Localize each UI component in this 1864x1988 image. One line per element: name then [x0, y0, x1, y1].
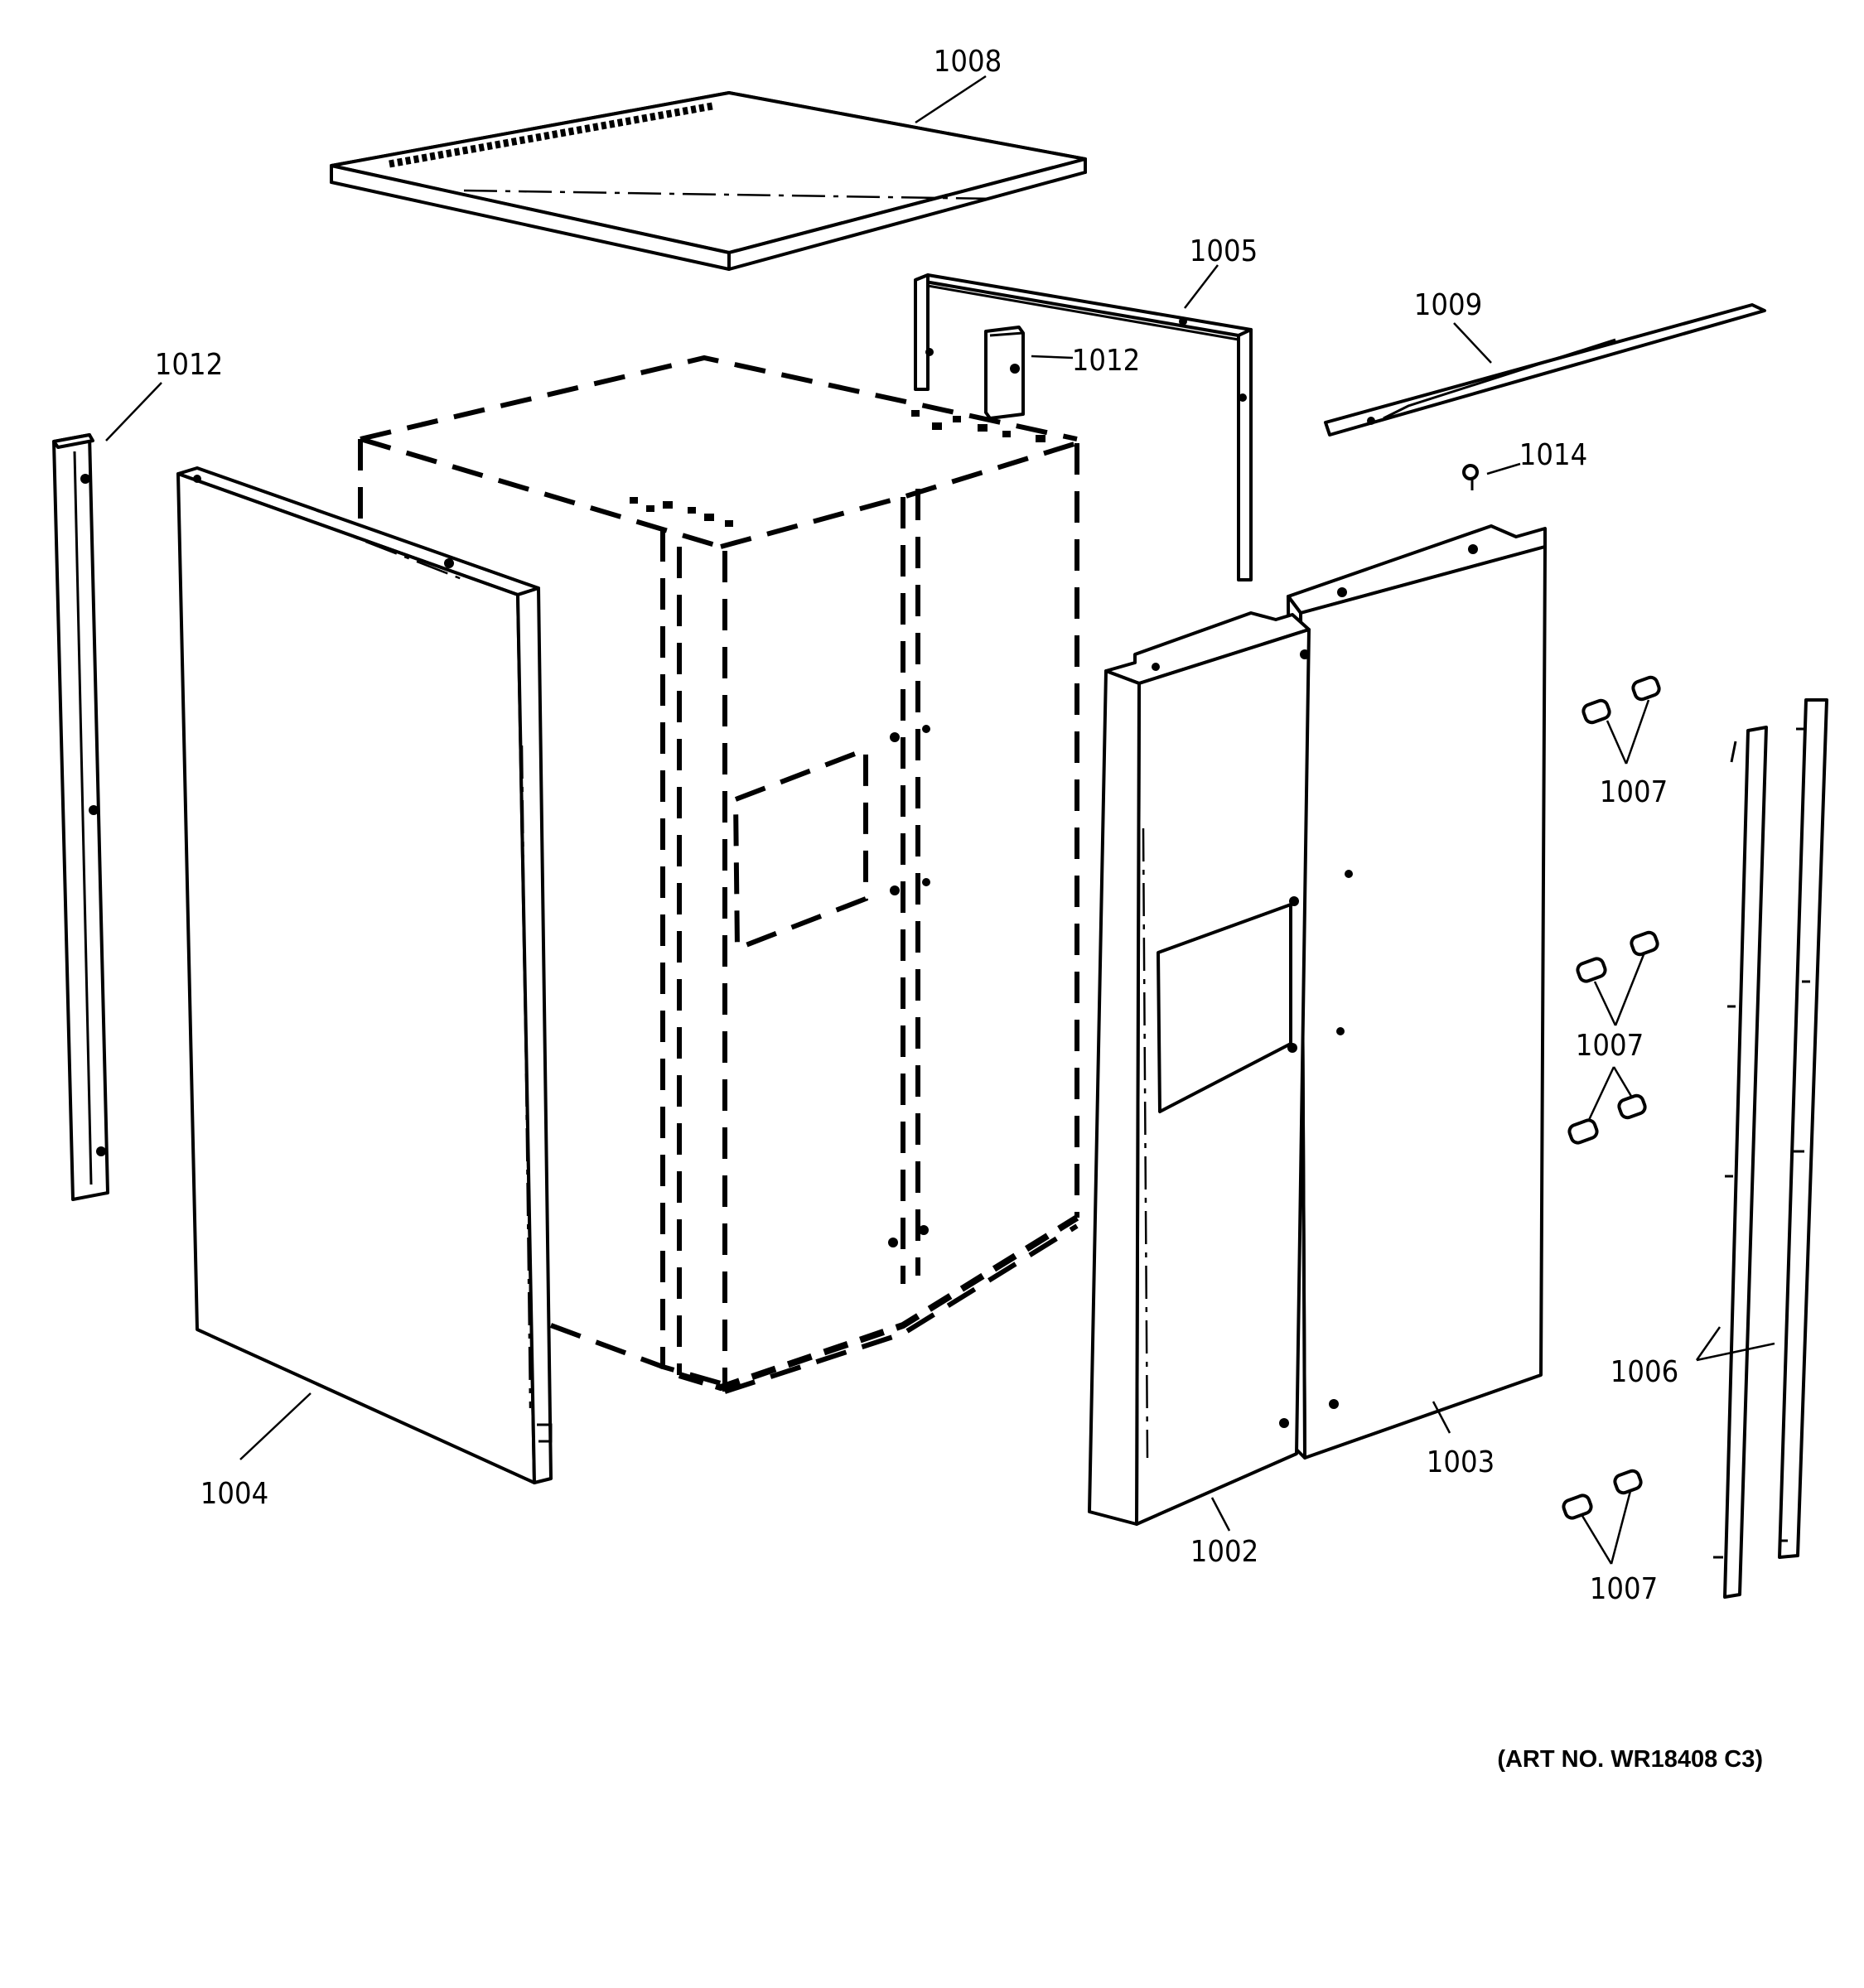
art-number: (ART NO. WR18408 C3) — [1497, 1746, 1763, 1773]
top-hardware-marks — [630, 410, 1045, 527]
top-cover-1008 — [330, 91, 1087, 271]
callout-1004: 1004 — [200, 1477, 268, 1511]
callout-1005: 1005 — [1190, 234, 1258, 268]
callout-1009: 1009 — [1414, 288, 1482, 322]
door-1002 — [1088, 611, 1311, 1526]
hinge-block-1007-set — [1562, 675, 1661, 1520]
screw-1014 — [1462, 464, 1479, 490]
callout-1002: 1002 — [1190, 1535, 1258, 1569]
callout-1012-right: 1012 — [1072, 344, 1140, 378]
upright-post-1012-right — [984, 326, 1025, 420]
upright-post-1012-left — [52, 433, 109, 1201]
rear-frame-1005 — [914, 273, 1253, 581]
callout-1012-left: 1012 — [155, 348, 223, 382]
dashed-cabinet-outline — [358, 355, 1079, 1394]
callout-1003: 1003 — [1427, 1445, 1495, 1479]
hinge-strip-1006-right — [1778, 698, 1828, 1559]
callout-1007-top: 1007 — [1600, 775, 1668, 809]
callout-1007-bottom: 1007 — [1590, 1572, 1658, 1606]
trim-strip-1009 — [1324, 303, 1766, 437]
callout-1008: 1008 — [934, 45, 1002, 79]
callout-1006: 1006 — [1610, 1355, 1678, 1389]
hinge-strip-1006-left — [1713, 726, 1768, 1599]
door-1003 — [1287, 524, 1547, 1460]
side-panel-1004 — [176, 466, 553, 1484]
leader-lines — [105, 75, 1775, 1565]
callout-1007-mid: 1007 — [1576, 1029, 1644, 1063]
callout-labels: 1008 1005 1009 1012 1012 1014 1007 1007 … — [155, 45, 1678, 1606]
callout-1014: 1014 — [1519, 438, 1587, 472]
